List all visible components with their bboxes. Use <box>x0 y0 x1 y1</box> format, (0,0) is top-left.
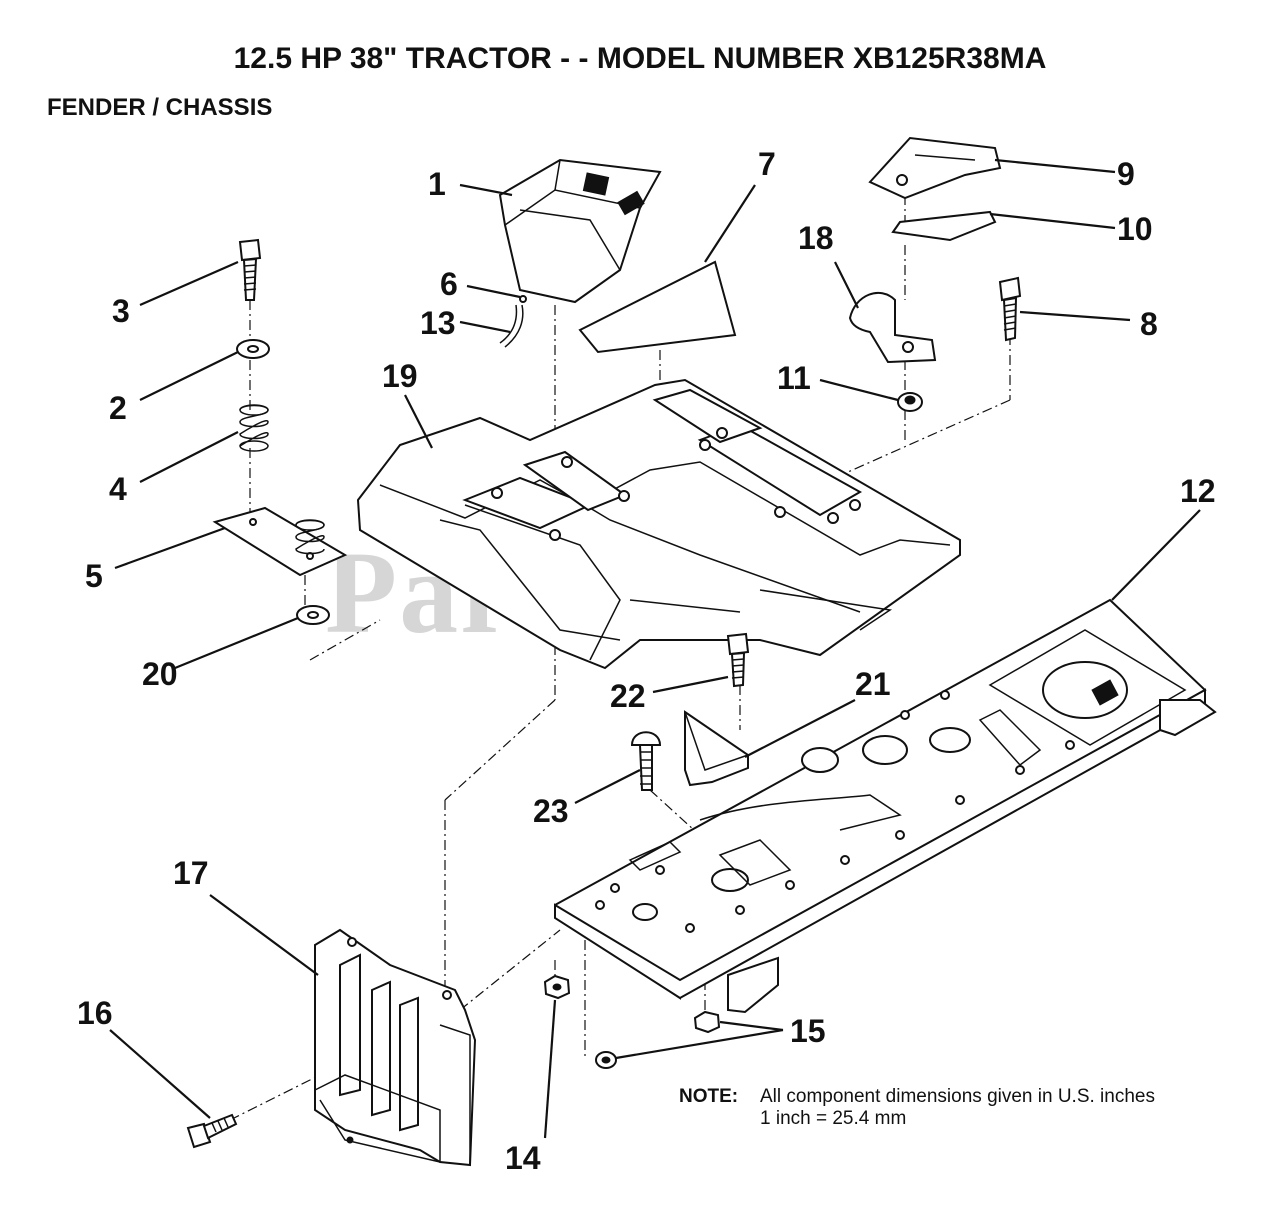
part-15-nuts <box>595 1010 721 1069</box>
note-line-1: All component dimensions given in U.S. i… <box>760 1086 1155 1107</box>
part-14-nut <box>543 974 571 1000</box>
callout-23: 23 <box>533 793 569 829</box>
callout-19: 19 <box>382 358 418 394</box>
callout-13: 13 <box>420 305 456 341</box>
part-20-washer <box>296 605 330 625</box>
callout-18: 18 <box>798 220 834 256</box>
part-22-bolt <box>726 632 750 688</box>
callout-7: 7 <box>758 146 776 182</box>
callout-3: 3 <box>112 293 130 329</box>
callout-1: 1 <box>428 166 446 202</box>
part-16-bolt <box>186 1113 238 1149</box>
part-7-decal <box>578 260 737 354</box>
callout-4: 4 <box>109 471 127 507</box>
callout-20: 20 <box>142 656 178 692</box>
part-4-spring <box>239 404 269 452</box>
part-11-nut <box>897 392 923 412</box>
callout-14: 14 <box>505 1140 541 1176</box>
part-19-fender <box>356 378 961 670</box>
callout-11: 11 <box>777 360 811 396</box>
callout-6: 6 <box>440 266 458 302</box>
leader-lines <box>109 158 1201 1139</box>
callout-2: 2 <box>109 390 127 426</box>
callout-5: 5 <box>85 558 103 594</box>
part-6-13-fastener-and-wire <box>499 295 527 348</box>
part-23-carriage-bolt <box>630 731 662 791</box>
part-3-bolt <box>238 238 262 301</box>
callout-22: 22 <box>610 678 646 714</box>
note-label: NOTE: <box>679 1086 739 1107</box>
callout-9: 9 <box>1117 156 1135 192</box>
part-18-clamp <box>848 291 937 364</box>
part-5-plate <box>212 506 348 577</box>
part-17-rear-panel <box>314 928 477 1167</box>
part-21-bracket <box>684 710 749 787</box>
part-2-washer <box>236 339 270 359</box>
diagram-subtitle: FENDER / CHASSIS <box>47 94 273 121</box>
part-1-storage-box <box>498 158 662 304</box>
part-12-chassis-frame <box>554 598 1217 1014</box>
callout-15: 15 <box>790 1013 826 1049</box>
callout-8: 8 <box>1140 306 1158 342</box>
part-9-10-brackets <box>868 136 1002 242</box>
callout-12: 12 <box>1180 473 1216 509</box>
callout-16: 16 <box>77 995 113 1031</box>
callout-17: 17 <box>173 855 209 891</box>
callout-21: 21 <box>855 666 891 702</box>
note-line-2: 1 inch = 25.4 mm <box>760 1108 907 1129</box>
callout-10: 10 <box>1117 211 1153 247</box>
part-8-bolt <box>998 276 1022 342</box>
diagram-title: 12.5 HP 38" TRACTOR - - MODEL NUMBER XB1… <box>233 42 1047 75</box>
